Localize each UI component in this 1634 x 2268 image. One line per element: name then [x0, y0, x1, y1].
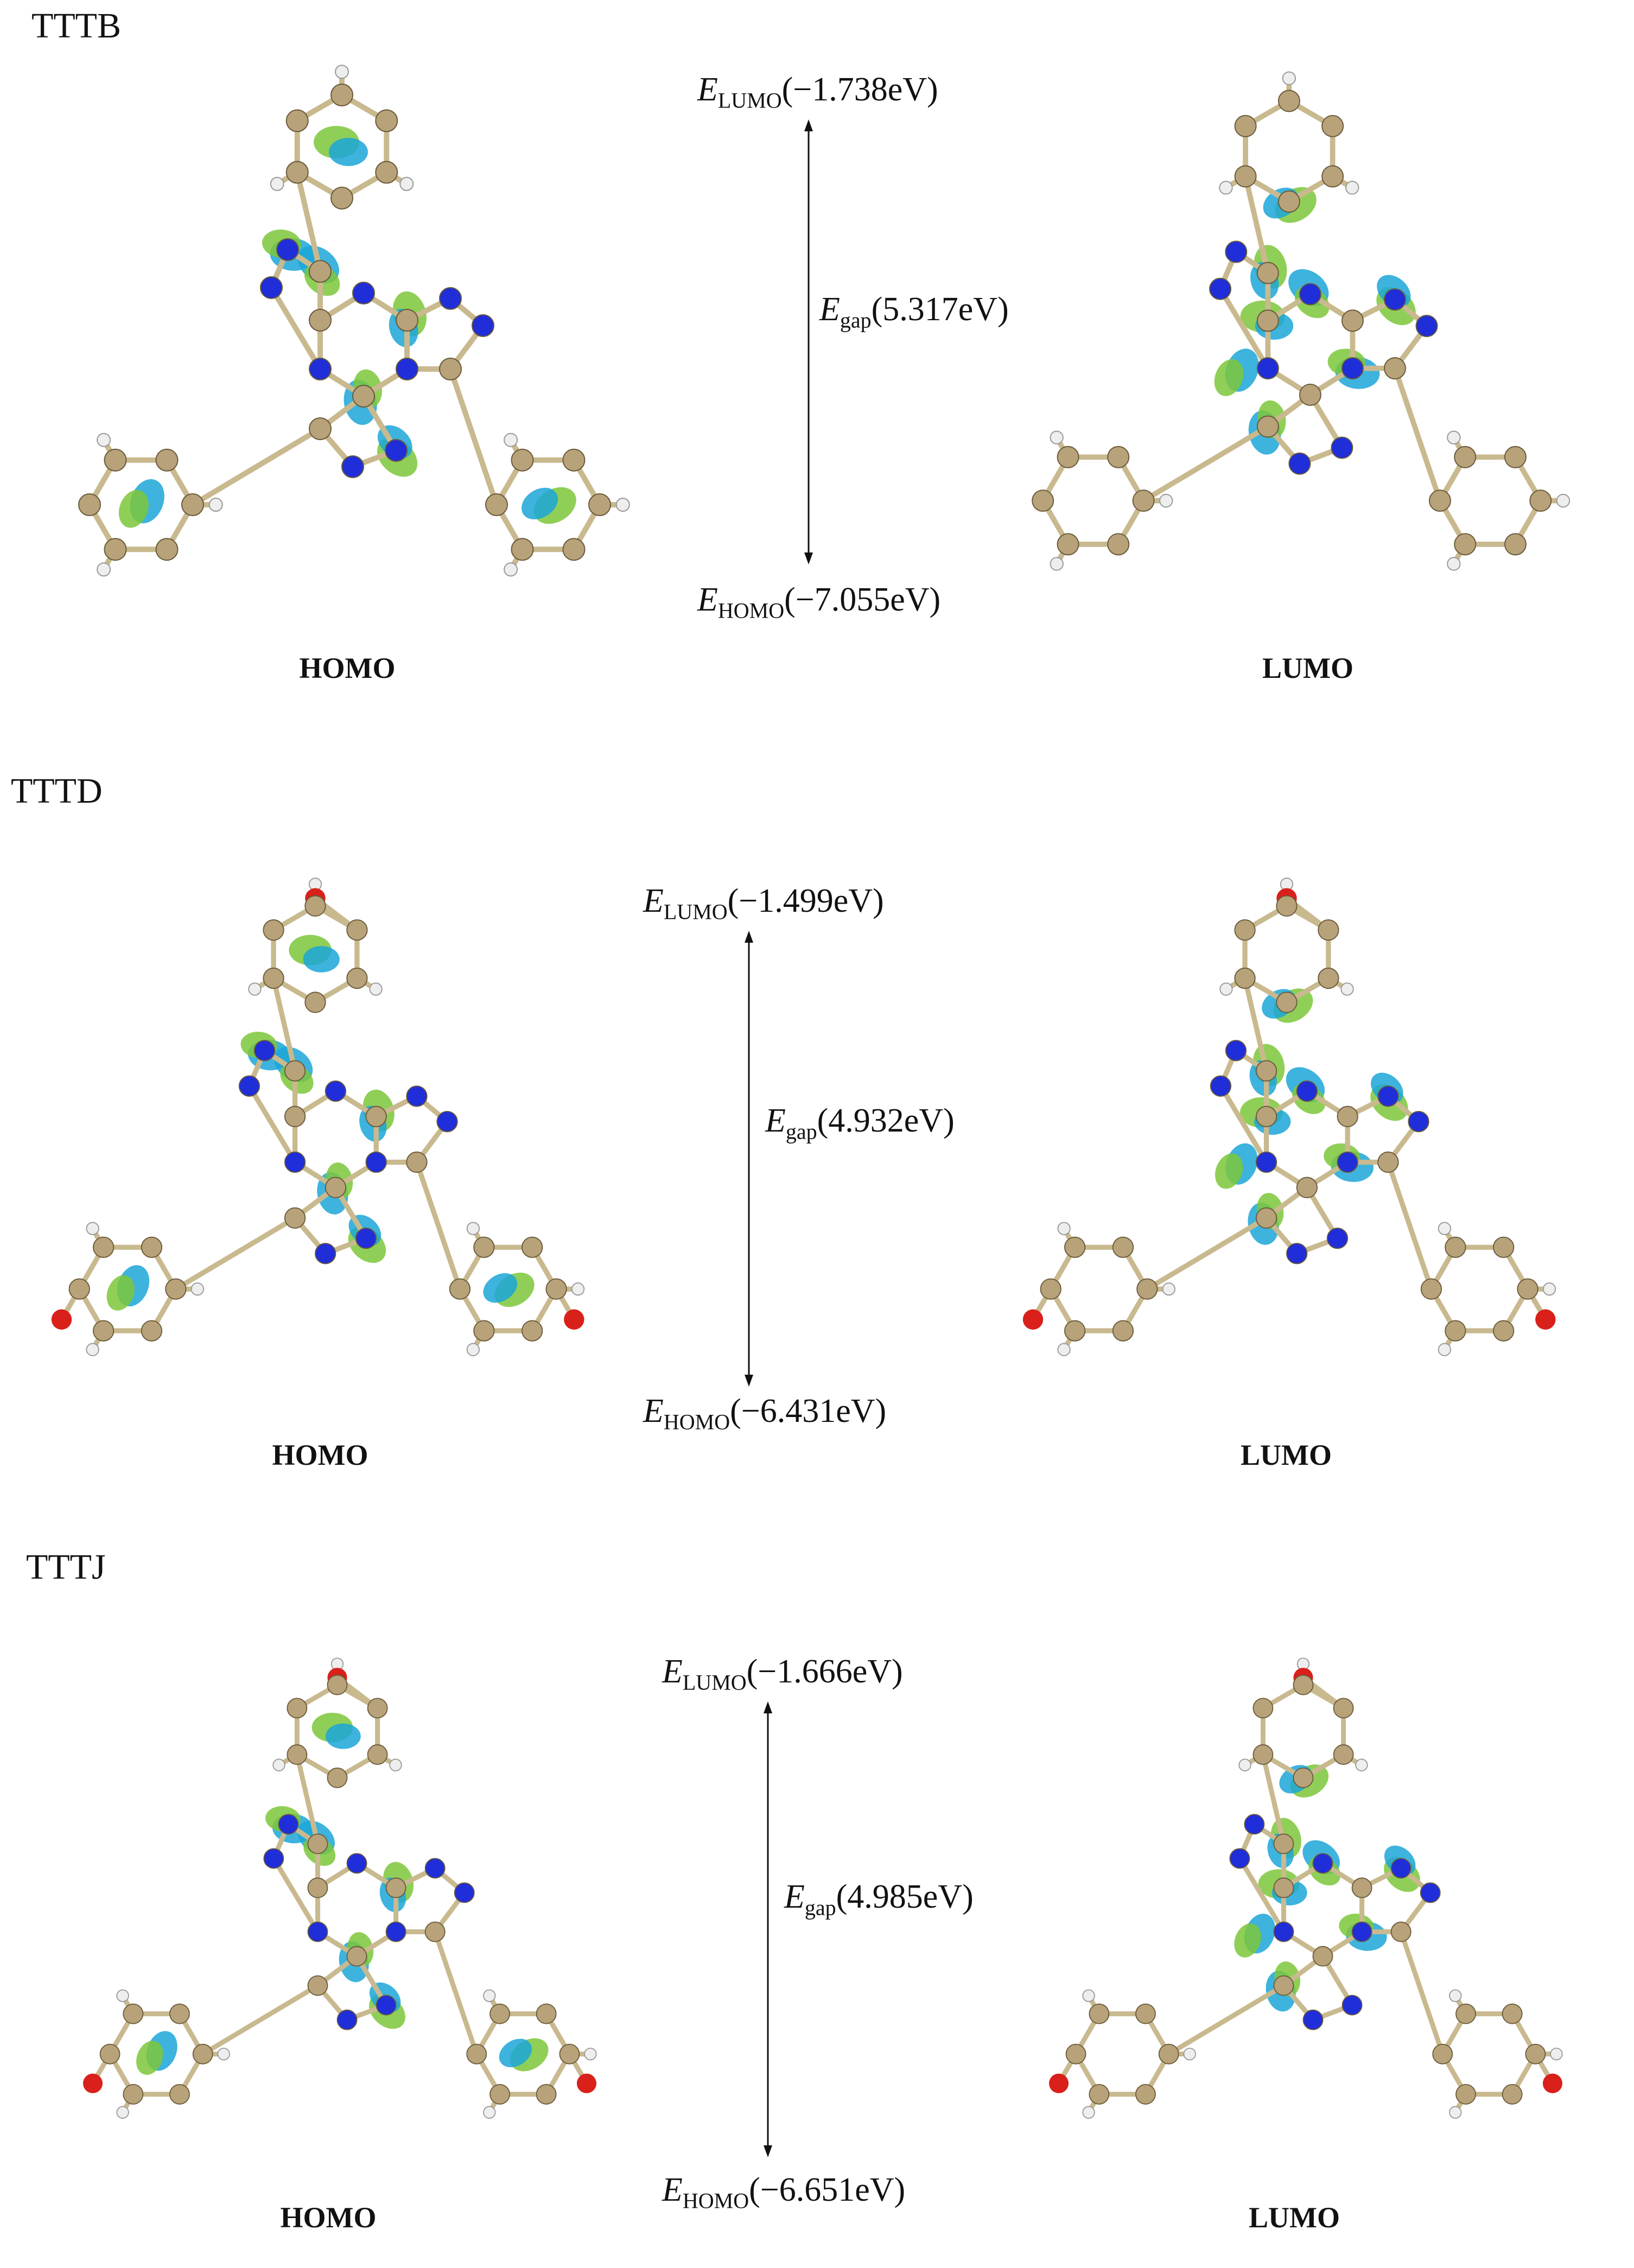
homo-energy: EHOMO(−6.651eV)	[662, 2171, 905, 2213]
gap-energy: Egap(5.317eV)	[819, 290, 1009, 333]
lumo-energy: ELUMO(−1.738eV)	[697, 71, 938, 113]
panel-tttd: TTTD HOMO ELUMO(−1.499eV) Egap(4.932eV) …	[0, 760, 1634, 1498]
gap-subscript: gap	[785, 1119, 817, 1144]
gap-value: (4.932eV)	[817, 1102, 955, 1139]
gap-symbol: E	[784, 1878, 805, 1915]
energy-value: (−6.651eV)	[749, 2171, 906, 2208]
energy-symbol: E	[697, 71, 718, 108]
lumo-molecule	[1022, 878, 1556, 1356]
energy-symbol: E	[662, 2171, 683, 2208]
panel-tttj: TTTJ HOMO ELUMO(−1.666eV) Egap(4.985eV) …	[0, 1536, 1634, 2268]
energy-subscript: HOMO	[717, 598, 785, 623]
lumo-energy: ELUMO(−1.499eV)	[643, 882, 884, 924]
gap-energy: Egap(4.932eV)	[765, 1102, 955, 1144]
energy-value: (−1.738eV)	[781, 71, 938, 108]
gap-value: (4.985eV)	[836, 1878, 974, 1915]
energy-value: (−7.055eV)	[784, 581, 941, 618]
energy-subscript: HOMO	[663, 1409, 730, 1434]
gap-subscript: gap	[840, 308, 872, 333]
gap-symbol: E	[765, 1102, 786, 1139]
energy-value: (−6.431eV)	[730, 1393, 887, 1430]
energy-subscript: HOMO	[682, 2188, 749, 2213]
energy-value: (−1.499eV)	[727, 882, 884, 919]
homo-label: HOMO	[272, 1439, 368, 1471]
panel-title: TTTB	[31, 6, 121, 46]
gap-value: (5.317eV)	[871, 291, 1009, 328]
gap-energy: Egap(4.985eV)	[784, 1878, 974, 1920]
energy-symbol: E	[643, 1393, 664, 1430]
gap-subscript: gap	[804, 1895, 836, 1920]
panel-tttb: TTTB HOMO ELUMO(−1.738eV) Egap(5.317eV) …	[0, 0, 1634, 749]
lumo-label: LUMO	[1241, 1439, 1332, 1471]
energy-gap-arrow	[804, 119, 813, 564]
lumo-molecule	[1032, 71, 1571, 571]
energy-subscript: LUMO	[663, 899, 728, 924]
homo-molecule	[51, 878, 585, 1356]
homo-label: HOMO	[280, 2201, 377, 2234]
panel-title: TTTD	[11, 771, 103, 811]
lumo-label: LUMO	[1249, 2201, 1340, 2234]
energy-symbol: E	[662, 1653, 683, 1690]
homo-label: HOMO	[299, 652, 396, 684]
homo-energy: EHOMO(−7.055eV)	[697, 581, 940, 623]
energy-symbol: E	[697, 581, 718, 618]
energy-subscript: LUMO	[717, 88, 782, 113]
gap-symbol: E	[819, 291, 840, 328]
energy-subscript: LUMO	[682, 1670, 747, 1695]
homo-energy: EHOMO(−6.431eV)	[643, 1392, 886, 1434]
energy-gap-arrow	[745, 931, 753, 1387]
homo-molecule	[83, 1657, 597, 2119]
lumo-molecule	[1049, 1657, 1563, 2119]
energy-value: (−1.666eV)	[746, 1653, 903, 1690]
lumo-energy: ELUMO(−1.666eV)	[662, 1653, 903, 1695]
homo-molecule	[78, 65, 630, 577]
lumo-label: LUMO	[1262, 652, 1353, 684]
panel-title: TTTJ	[26, 1547, 106, 1587]
energy-gap-arrow	[764, 1701, 772, 2157]
energy-symbol: E	[643, 882, 664, 919]
